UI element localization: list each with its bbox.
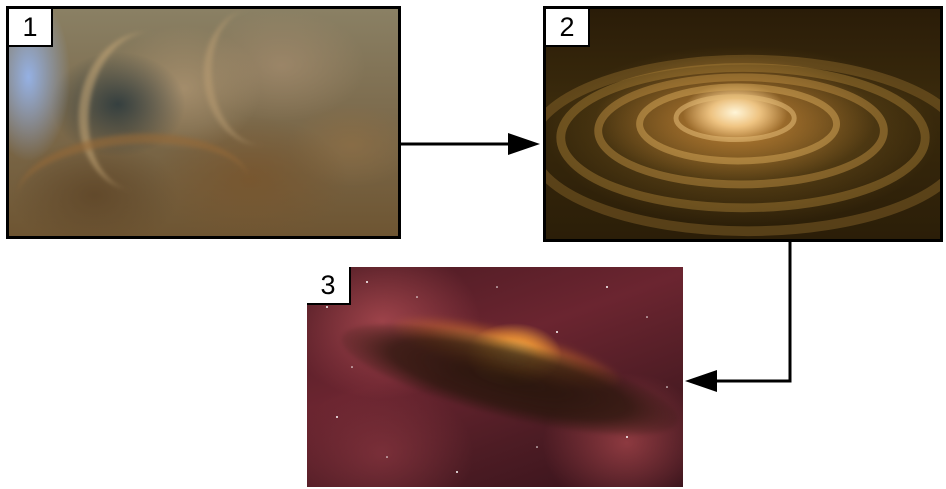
panel-number-label: 1 [9, 9, 53, 47]
stage-2-panel: 2 [543, 6, 943, 242]
arrow-1-to-2 [401, 133, 540, 155]
nebula-image [9, 9, 398, 236]
edge-on-disk-image [307, 267, 683, 487]
panel-number-label: 3 [307, 267, 351, 305]
stage-3-panel: 3 [307, 267, 683, 487]
stage-1-panel: 1 [6, 6, 401, 239]
arrow-2-to-3 [685, 242, 792, 392]
protoplanetary-disk-image [546, 9, 940, 239]
panel-number-label: 2 [546, 9, 590, 47]
